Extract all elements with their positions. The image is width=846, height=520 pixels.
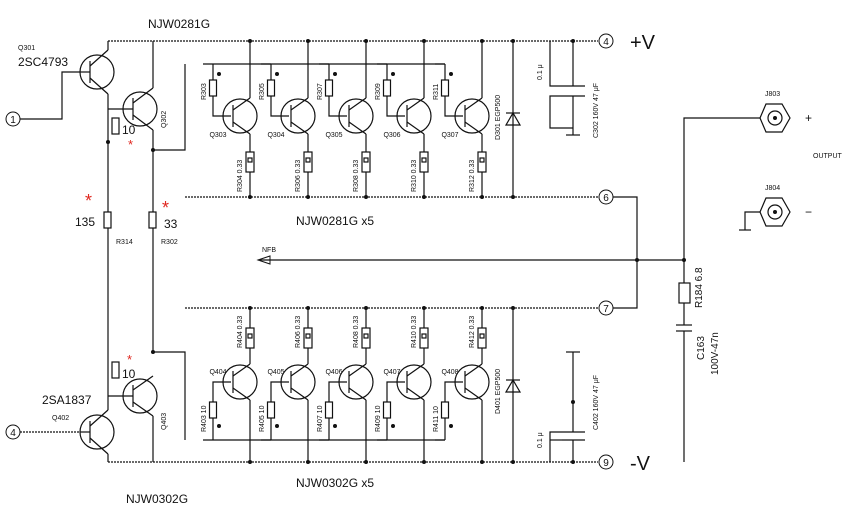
asterisk-r-top: * [128,137,133,152]
asterisk-r314: * [85,191,92,211]
r302-ref: R302 [161,239,178,246]
top-base-resistor-4: R309 [375,83,382,100]
bottom-emitter-resistor-4: R410 0.33 [411,316,418,348]
j803-label: J803 [765,91,780,98]
top-transistor-ref-1: Q303 [209,132,226,139]
q302-ref: Q302 [161,111,168,128]
top-emitter-resistor-1: R304 0.33 [237,160,244,192]
bottom-emitter-resistor-1: R404 0.33 [237,316,244,348]
out-node-top: 6 [603,193,609,204]
input-node-label: 1 [10,115,16,126]
q301-ref: Q301 [18,45,35,52]
bottom-emitter-resistor-2: R406 0.33 [295,316,302,348]
top-transistor-ref-3: Q305 [325,132,342,139]
bottom-base-resistor-4: R409 10 [375,405,382,432]
q402-part: 2SA1837 [42,393,92,407]
bottom-transistor-ref-5: Q408 [441,369,458,376]
top-transistor-ref-4: Q306 [383,132,400,139]
output-section: J803 + J804 − OUTPUT R184 6.8 C163 100V-… [676,91,843,462]
r314-value: 135 [75,215,95,229]
bottom-base-resistor-1: R403 10 [201,405,208,432]
bottom-transistor-ref-3: Q406 [325,369,342,376]
nfb-line: NFB [256,247,684,265]
output-label: OUTPUT [813,153,843,160]
top-transistor-ref-2: Q304 [267,132,284,139]
bottom-base-resistor-5: R411 10 [433,406,440,432]
j804-label: J804 [765,185,780,192]
top-emitter-resistor-3: R308 0.33 [353,160,360,192]
c302-label: C302 160V 47 μF [593,83,600,138]
r314-ref: R314 [116,239,133,246]
r-bottom-value: 10 [122,367,136,381]
bottom-protection: D401 EGP500 0.1 μ C402 160V 47 μF [495,306,600,464]
bottom-transistor-ref-1: Q404 [209,369,226,376]
positive-rail: 4 +V [108,32,656,54]
out-node-bottom: 7 [603,304,609,315]
c163-ref: C163 [696,336,707,360]
r184-label: R184 6.8 [694,267,705,308]
bottom-transistor-ref-2: Q405 [267,369,284,376]
plus-v-label: +V [630,32,656,54]
r302-value: 33 [164,217,178,231]
c402-label: C402 160V 47 μF [593,375,600,430]
output-bus-top: 6 [185,189,638,309]
top-emitter-resistor-4: R310 0.33 [411,160,418,192]
bottom-base-resistor-3: R407 10 [317,405,324,432]
bottom-base-resistor-2: R405 10 [259,405,266,432]
top-base-resistor-5: R311 [433,84,440,100]
d301-label: D301 EGP500 [495,95,502,140]
q403-ref: Q403 [161,413,168,430]
asterisk-r-bottom: * [127,352,132,367]
top-transistor-ref-5: Q307 [441,132,458,139]
top-emitter-resistor-5: R312 0.33 [469,160,476,192]
top-stage-label: NJW0281G x5 [296,214,374,228]
c163-value: 100V-47n [710,332,721,375]
rail-node-minus: 9 [603,458,609,469]
top-emitter-resistor-2: R306 0.33 [295,160,302,192]
top-base-resistor-2: R305 [259,83,266,100]
c-small-top: 0.1 μ [537,64,544,80]
q402-ref: Q402 [52,415,69,422]
asterisk-r302: * [162,198,169,218]
output-minus: − [805,205,812,219]
d401-label: D401 EGP500 [495,369,502,414]
neg-input-node-label: 4 [10,428,16,439]
q301-part: 2SC4793 [18,55,68,69]
nfb-label: NFB [262,247,276,254]
top-base-resistor-1: R303 [201,83,208,100]
r-top-value: 10 [122,123,136,137]
top-base-resistor-3: R307 [317,83,324,100]
bottom-emitter-resistor-3: R408 0.33 [353,316,360,348]
bottom-emitter-resistor-5: R412 0.33 [469,316,476,348]
q403-part: NJW0302G [126,492,188,506]
input-section: 1 4 Q301 2SC4793 NJW0281G Q302 10 * [5,17,210,506]
q302-part: NJW0281G [148,17,210,31]
top-protection: D301 EGP500 0.1 μ C302 160V 47 μF [495,39,600,199]
c-small-bottom: 0.1 μ [537,432,544,448]
negative-rail: 9 -V [108,453,651,475]
output-bus-bottom: 7 [185,300,614,316]
minus-v-label: -V [630,453,651,475]
rail-node-plus: 4 [603,37,609,48]
bottom-stage-label: NJW0302G x5 [296,476,374,490]
output-plus: + [805,111,812,125]
bottom-transistor-ref-4: Q407 [383,369,400,376]
